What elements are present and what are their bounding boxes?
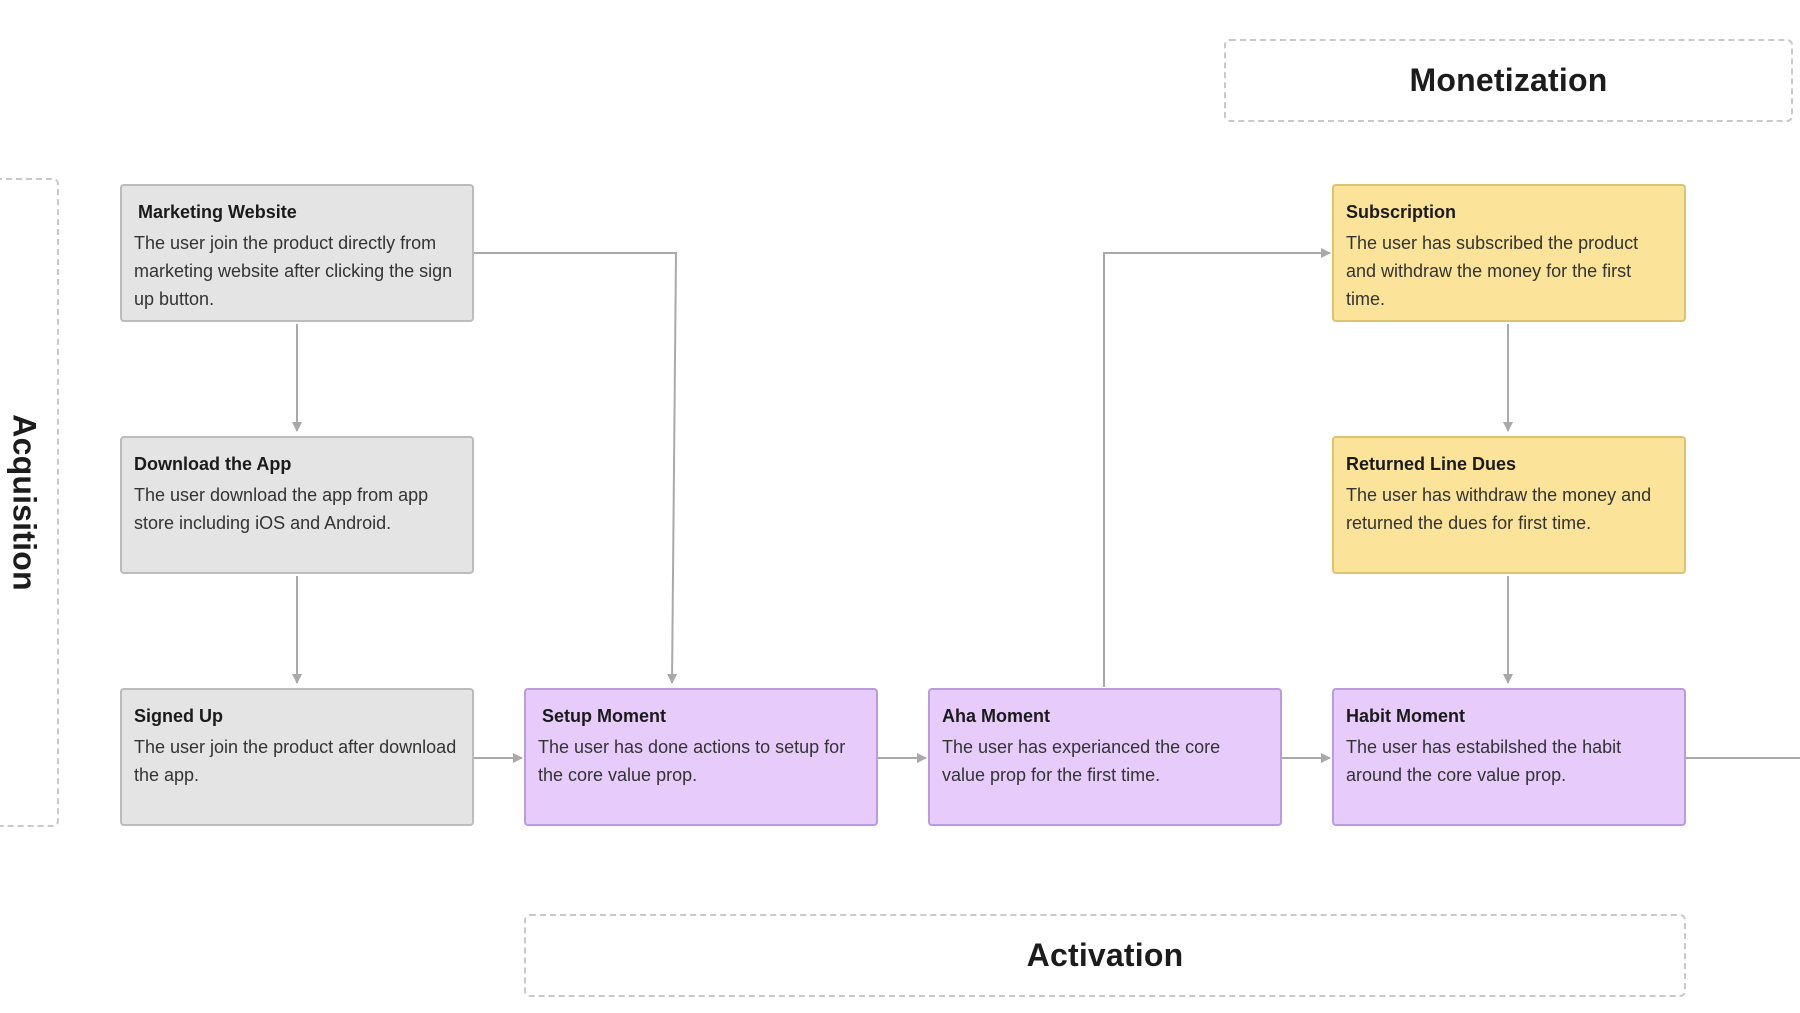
node-description: The user has estabilshed the habit aroun… [1346,737,1622,785]
node-title: Aha Moment [942,706,1050,726]
node-description: The user has subscribed the product and … [1346,233,1639,309]
node-description: The user has experianced the core value … [942,737,1221,785]
marketing-website-node: Marketing Website The user join the prod… [120,184,474,322]
acquisition-group-label: Acquisition [7,414,44,591]
connector-aha-to-subscription [1103,248,1331,687]
node-title: Returned Line Dues [1346,454,1517,474]
node-title: Signed Up [134,706,223,726]
monetization-group-label: Monetization [1409,62,1608,98]
subscription-node: Subscription The user has subscribed the… [1332,184,1686,322]
node-title: Habit Moment [1346,706,1465,726]
returned-line-dues-node: Returned Line Dues The user has withdraw… [1332,436,1686,574]
setup-moment-node: Setup Moment The user has done actions t… [524,688,878,826]
download-app-node: Download the App The user download the a… [120,436,474,574]
node-title: Marketing Website [138,202,297,222]
node-description: The user join the product directly from … [134,233,453,309]
habit-moment-node: Habit Moment The user has estabilshed th… [1332,688,1686,826]
node-description: The user download the app from app store… [134,485,429,533]
node-description: The user has done actions to setup for t… [538,737,846,785]
signed-up-node: Signed Up The user join the product afte… [120,688,474,826]
node-title: Setup Moment [542,706,666,726]
node-title: Subscription [1346,202,1457,222]
node-title: Download the App [134,454,292,474]
activation-group: Activation [524,914,1686,997]
connector-marketing-to-setup [474,252,678,684]
aha-moment-node: Aha Moment The user has experianced the … [928,688,1282,826]
node-description: The user has withdraw the money and retu… [1346,485,1652,533]
activation-group-label: Activation [1026,937,1184,973]
node-description: The user join the product after download… [134,737,457,785]
monetization-group: Monetization [1224,39,1793,122]
acquisition-group: Acquisition [0,178,59,827]
